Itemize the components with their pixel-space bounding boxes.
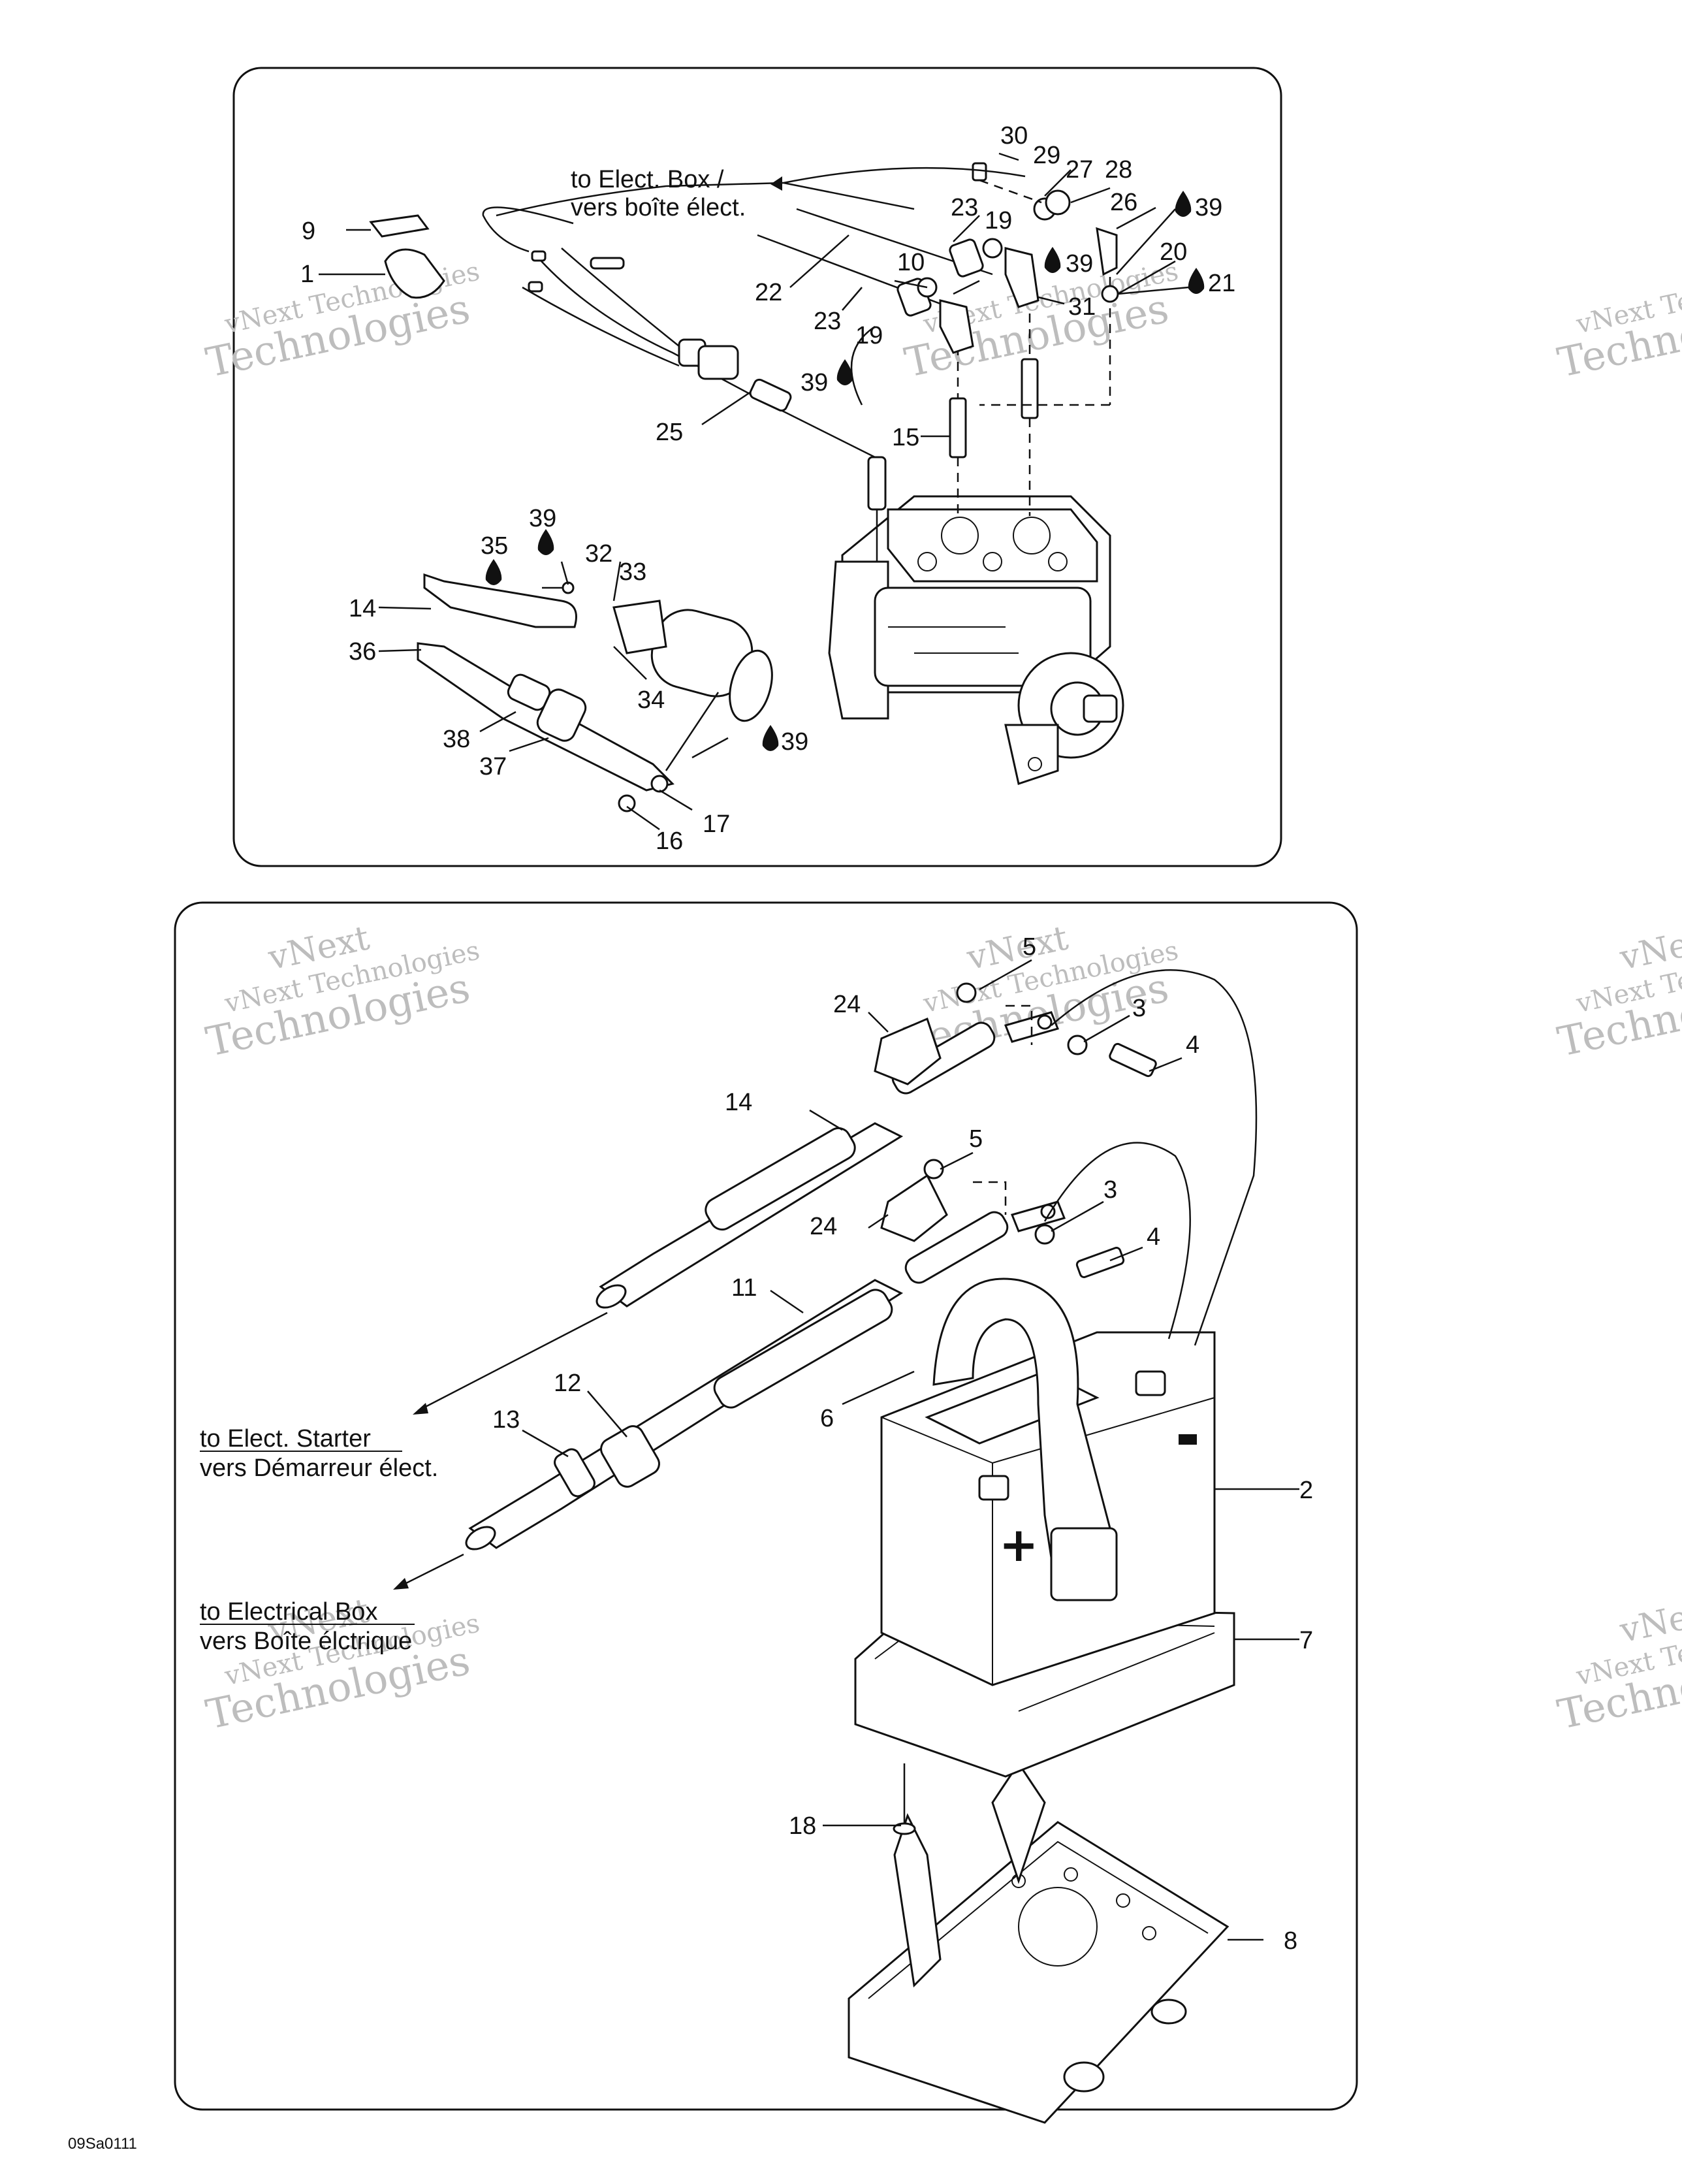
callout-number: 15: [892, 424, 919, 451]
callout-number: 25: [656, 419, 683, 446]
engine-illustration: [828, 495, 1124, 785]
note-to-electrical-box-line2: vers Boîte élctrique: [200, 1628, 412, 1655]
callout-number: 23: [951, 194, 978, 221]
callout-number: 20: [1160, 238, 1187, 266]
drop-icon: [1188, 268, 1205, 294]
callout-number: 32: [585, 540, 612, 568]
callout-number: 23: [814, 308, 841, 335]
callout-number: 18: [789, 1812, 816, 1840]
connector-block-9: [369, 214, 430, 238]
callout-number: 2: [1299, 1477, 1313, 1504]
callout-number: 8: [1284, 1927, 1297, 1955]
starter-motor: [612, 600, 773, 722]
callout-number: 35: [481, 532, 508, 560]
callout-number: 24: [833, 991, 861, 1018]
callout-number: 5: [1023, 933, 1036, 961]
callout-number: 16: [656, 827, 683, 855]
callout-number: 24: [810, 1213, 837, 1240]
drop-icon: [836, 359, 853, 385]
note-to-elect-box-line1: to Elect. Box /: [571, 166, 724, 193]
figure-code: 09Sa0111: [68, 2135, 137, 2153]
callout-number: 6: [820, 1405, 834, 1432]
callout-number: 13: [492, 1406, 520, 1434]
callout-number: 27: [1066, 156, 1093, 184]
drop-icon: [1044, 247, 1061, 273]
upper-panel-artwork: [369, 162, 1124, 812]
clamp-1: [384, 248, 445, 299]
callout-number: 37: [479, 753, 507, 780]
wire-loop-lower: [1043, 1142, 1191, 1340]
callout-number: 1: [300, 261, 314, 288]
callout-number: 26: [1110, 189, 1137, 216]
callout-number: 28: [1105, 156, 1132, 184]
starter-cables-upper: [417, 573, 720, 812]
drop-icon: [485, 559, 502, 585]
battery-strap-6: [932, 1277, 1118, 1601]
callout-number: 39: [1195, 194, 1222, 221]
terminal-cover-24-upper: [874, 1017, 942, 1085]
callout-number: 12: [554, 1370, 581, 1397]
lower-callouts: 5 24 3 4 14 5 3 24 4 11 12 13 6 2 7 18 8: [492, 933, 1313, 1955]
callout-number: 3: [1132, 995, 1146, 1022]
callout-number: 3: [1103, 1176, 1117, 1204]
callout-number: 5: [969, 1125, 983, 1153]
wiring-harness: [522, 248, 887, 562]
callout-number: 38: [443, 726, 470, 753]
cable-11: [465, 1200, 1066, 1550]
callout-number: 4: [1186, 1031, 1199, 1059]
callout-number: 21: [1208, 270, 1235, 297]
spark-plug-pair: [949, 261, 1111, 516]
callout-number: 39: [529, 505, 556, 532]
callout-number: 36: [349, 638, 376, 666]
lower-panel-artwork: +: [465, 969, 1258, 2124]
lubricant-drop-symbols-upper: [485, 191, 1205, 751]
upper-panel-frame: [232, 67, 1282, 867]
hardware-set: [923, 982, 1157, 1278]
lower-panel-leaders: [200, 959, 1299, 1941]
note-to-elect-starter-line1: to Elect. Starter: [200, 1425, 371, 1453]
callout-number: 14: [349, 595, 376, 622]
drop-icon: [1175, 191, 1192, 217]
battery-label-mark: [1179, 1434, 1197, 1445]
upper-panel-leaders: [319, 152, 1189, 831]
terminal-cover-24-lower: [880, 1174, 948, 1242]
note-to-elect-starter-line2: vers Démarreur élect.: [200, 1454, 438, 1482]
callout-number: 39: [801, 369, 828, 396]
lower-panel-frame: [174, 901, 1358, 2111]
callout-number: 39: [781, 728, 808, 756]
cable-14: [595, 1011, 1060, 1309]
callout-number: 30: [1000, 122, 1028, 150]
battery-tray-8: [848, 1761, 1230, 2124]
callout-number: 11: [731, 1274, 757, 1302]
callout-number: 34: [637, 686, 665, 714]
callout-number: 29: [1033, 142, 1060, 169]
callout-number: 19: [985, 207, 1012, 234]
note-to-electrical-box-line1: to Electrical Box: [200, 1598, 377, 1626]
upper-callouts: 30 29 27 28 26 39 23 19 10 39 20 21 22 2…: [300, 122, 1235, 855]
battery-plus-sign: +: [999, 1517, 1038, 1572]
callout-number: 22: [755, 279, 782, 306]
drop-icon: [762, 725, 779, 751]
callout-number: 7: [1299, 1627, 1313, 1654]
callout-number: 17: [703, 811, 730, 838]
callout-number: 19: [855, 322, 883, 349]
callout-number: 9: [302, 217, 315, 245]
callout-number: 33: [619, 558, 646, 586]
wire-loop-upper: [1051, 969, 1258, 1346]
callout-number: 31: [1068, 293, 1096, 321]
callout-number: 39: [1066, 250, 1093, 278]
callout-number: 10: [897, 249, 925, 276]
callout-number: 14: [725, 1089, 752, 1116]
drop-icon: [537, 529, 554, 555]
callout-number: 4: [1147, 1223, 1160, 1251]
ignition-wires: [757, 162, 1119, 354]
note-to-elect-box-line2: vers boîte élect.: [571, 194, 746, 221]
